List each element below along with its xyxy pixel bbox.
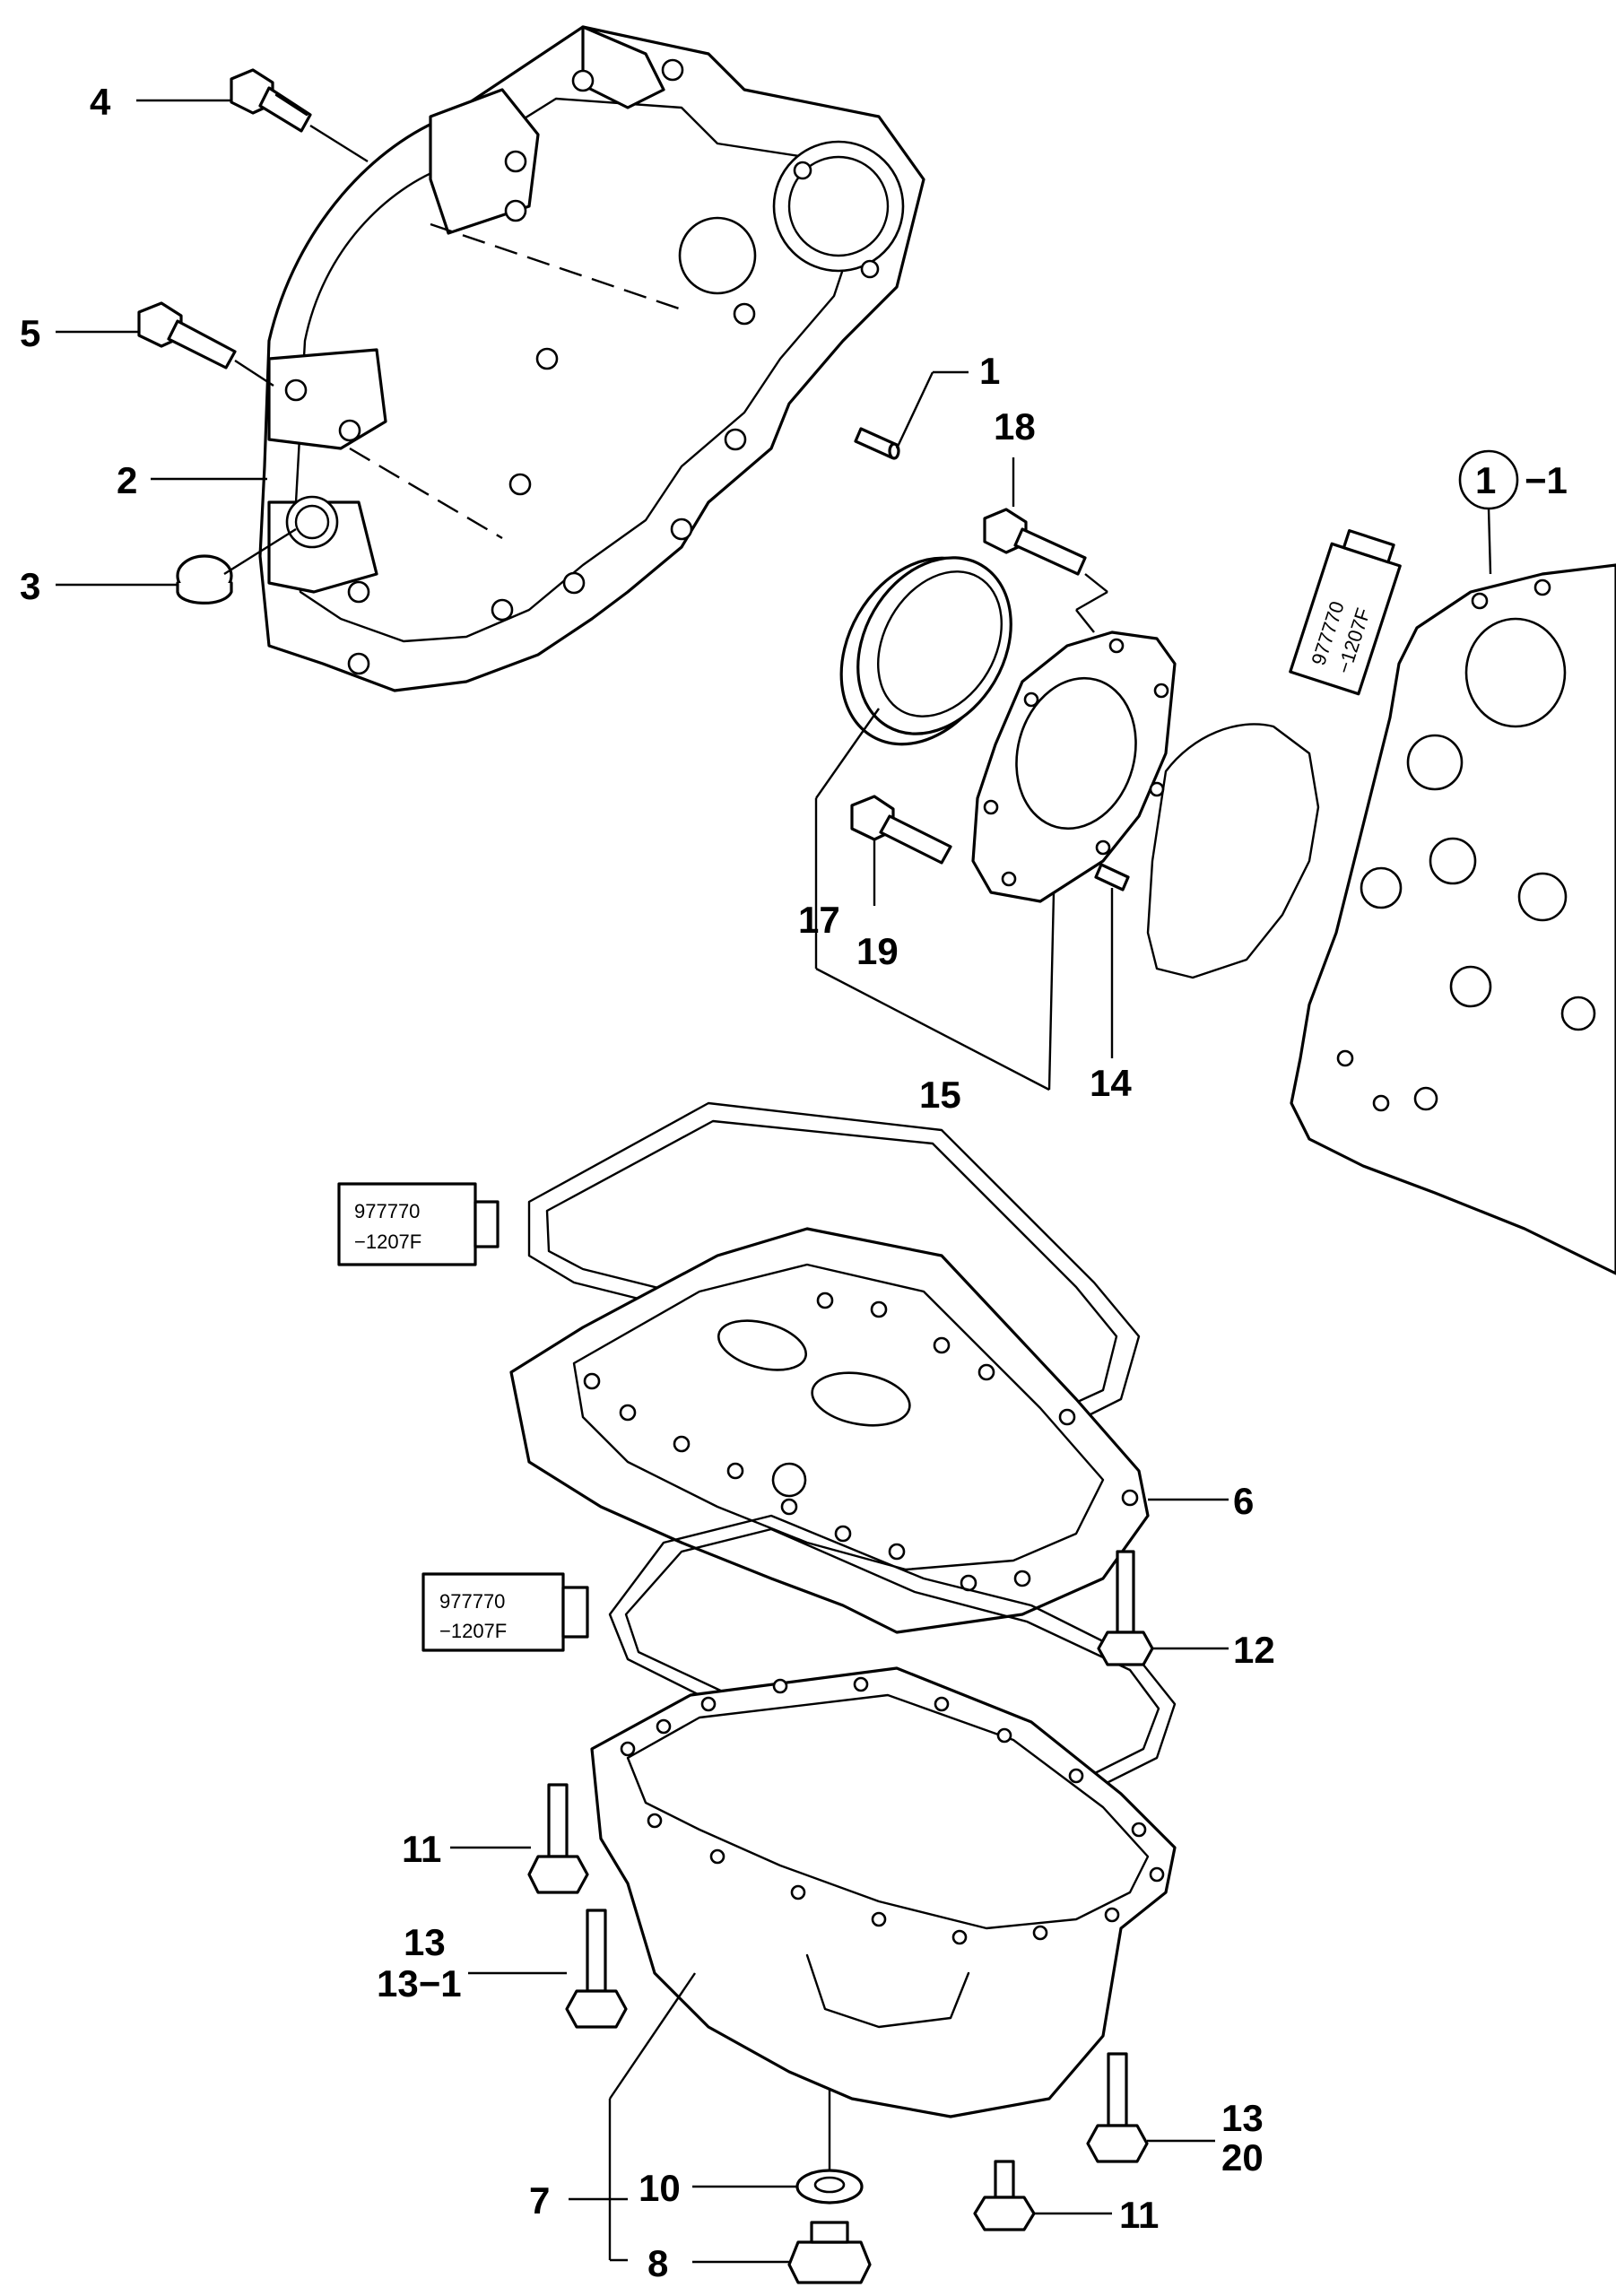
callout-11-lower: 11 — [1119, 2194, 1159, 2236]
bolt-5 — [137, 301, 237, 370]
callout-7: 7 — [529, 2179, 550, 2222]
sealant-tube-3-suffix: −1207F — [439, 1620, 507, 1642]
oil-pan-upper-6 — [509, 1227, 1150, 1634]
bolt-19 — [850, 795, 952, 865]
bolt-13-right — [1086, 2052, 1149, 2163]
dowel-pin-1 — [854, 427, 900, 460]
cylinder-block — [1290, 563, 1616, 1275]
bolt-11-lower — [973, 2160, 1036, 2231]
callout-12: 12 — [1233, 1629, 1275, 1671]
bolt-13-left — [565, 1909, 628, 2029]
reference-suffix: −1 — [1525, 459, 1568, 501]
plug-3 — [176, 554, 233, 604]
callout-19: 19 — [856, 930, 899, 972]
callout-4: 4 — [90, 81, 111, 123]
callout-10: 10 — [639, 2167, 681, 2209]
drain-plug-8 — [787, 2221, 872, 2284]
callout-20: 20 — [1221, 2136, 1264, 2179]
callout-11-left: 11 — [402, 1828, 441, 1870]
callout-14: 14 — [1090, 1062, 1132, 1104]
sealant-tube-2-suffix: −1207F — [354, 1231, 421, 1253]
callout-15: 15 — [919, 1074, 961, 1116]
bolt-12 — [1097, 1550, 1154, 1666]
bolt-11-left — [527, 1783, 589, 1894]
sealant-tube-2: 977770 −1207F — [337, 1182, 500, 1266]
reference-circle: 1 −1 — [1458, 449, 1568, 575]
sealant-tube-2-code: 977770 — [354, 1200, 420, 1222]
flywheel-housing — [258, 25, 925, 692]
callout-1: 1 — [979, 350, 1000, 392]
case-gasket — [1146, 723, 1320, 979]
reference-circle-number: 1 — [1475, 459, 1496, 501]
callout-labels: 4 5 2 3 1 18 17 19 15 14 6 12 11 13 13−1… — [20, 81, 1275, 2284]
bolt-18 — [983, 508, 1087, 576]
callout-2: 2 — [117, 459, 137, 501]
oil-pan-7 — [590, 1666, 1177, 2118]
dowel-pin-14 — [1094, 863, 1130, 891]
oil-seal-case-15 — [971, 631, 1177, 903]
washer-10 — [795, 2169, 864, 2205]
leader-lines — [56, 99, 1229, 2264]
oil-seal-17 — [839, 556, 1012, 746]
sealant-tube-3: 977770 −1207F — [421, 1572, 589, 1652]
callout-5: 5 — [20, 312, 40, 354]
callout-3: 3 — [20, 565, 40, 607]
callout-13-right: 13 — [1221, 2097, 1264, 2139]
callout-8: 8 — [647, 2242, 668, 2284]
sealant-tube-3-code: 977770 — [439, 1590, 505, 1613]
sealant-tube-1: 977770 −1207F — [1289, 529, 1402, 696]
callout-18: 18 — [994, 405, 1036, 448]
callout-13-left: 13 — [404, 1921, 446, 1963]
bolt-4 — [230, 68, 312, 133]
callout-6: 6 — [1233, 1480, 1254, 1522]
callout-17: 17 — [798, 899, 840, 941]
callout-13-1: 13−1 — [377, 1962, 462, 2005]
